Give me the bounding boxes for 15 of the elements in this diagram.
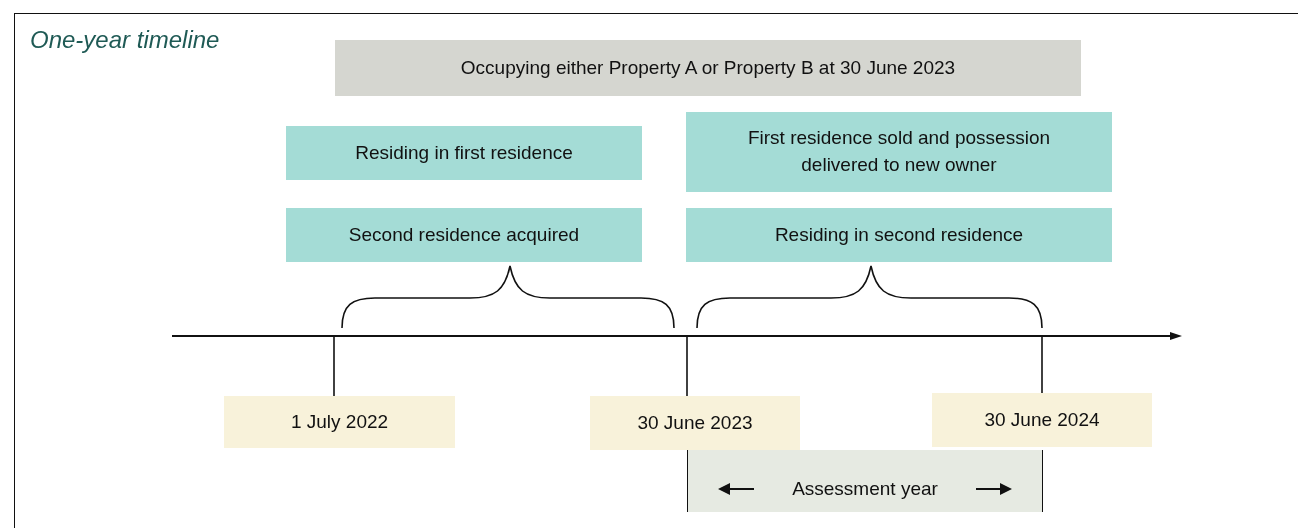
date-box: 30 June 2024 xyxy=(932,393,1152,447)
period-label: Assessment year xyxy=(792,476,938,501)
period-band xyxy=(687,450,1043,512)
event-box: Residing in second residence xyxy=(686,208,1112,262)
tick-line xyxy=(333,336,335,397)
event-box: Second residence acquired xyxy=(286,208,642,262)
diagram-title: One-year timeline xyxy=(30,26,220,54)
event-box: Residing in first residence xyxy=(286,126,642,180)
tick-line xyxy=(1041,336,1043,394)
date-box: 1 July 2022 xyxy=(224,396,455,448)
status-box: Occupying either Property A or Property B at 30 June 2023 xyxy=(335,40,1081,96)
tick-line xyxy=(686,336,688,397)
timeline-axis xyxy=(172,332,1182,340)
date-box: 30 June 2023 xyxy=(590,396,800,450)
event-box: First residence sold and possession delivered to new owner xyxy=(686,112,1112,192)
